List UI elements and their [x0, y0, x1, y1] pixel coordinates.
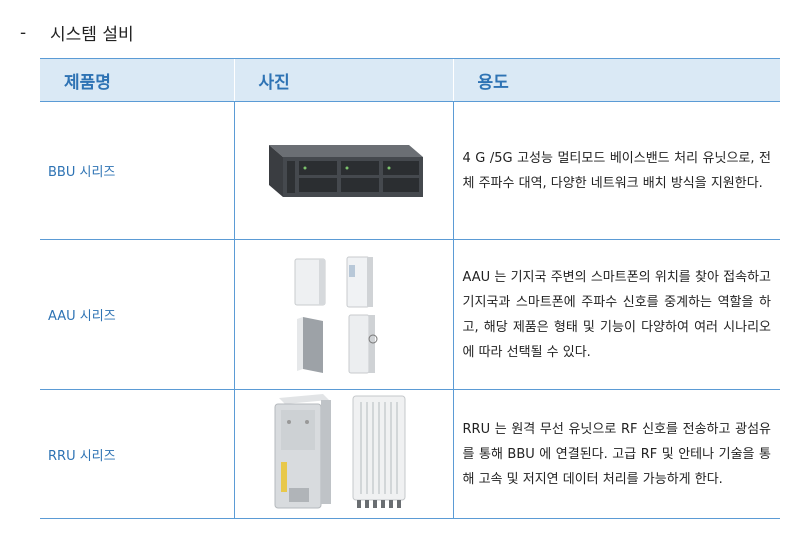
table-row: RRU 시리즈 [40, 389, 780, 519]
product-name-bbu: BBU 시리즈 [40, 101, 234, 240]
product-name-rru: RRU 시리즈 [40, 389, 234, 519]
photo-rru [233, 389, 453, 519]
rru-units-image [274, 394, 405, 509]
table-header-row: 제품명 사진 용도 [40, 58, 780, 102]
aau-units-image [294, 256, 377, 373]
equipment-table: 제품명 사진 용도 BBU 시리즈 [40, 58, 780, 519]
table-row: BBU 시리즈 4 G /5G 고성능 [40, 101, 780, 240]
table-row: AAU 시리즈 AAU 는 기지국 주변의 스마트폰의 위치를 찾아 접속하고 … [40, 239, 780, 390]
section-heading: - 시스템 설비 [20, 20, 134, 46]
description-bbu: 4 G /5G 고성능 멀티모드 베이스밴드 처리 유닛으로, 전체 주파수 대… [452, 101, 780, 240]
product-name-aau: AAU 시리즈 [40, 239, 234, 390]
section-bullet: - [20, 22, 27, 43]
header-usage: 용도 [452, 58, 780, 102]
header-photo: 사진 [233, 58, 453, 102]
bbu-unit-image [268, 144, 423, 197]
section-title: 시스템 설비 [50, 25, 134, 45]
header-product-name: 제품명 [40, 58, 234, 102]
photo-aau [233, 239, 453, 390]
description-rru: RRU 는 원격 무선 유닛으로 RF 신호를 전송하고 광섬유를 통해 BBU… [452, 389, 780, 519]
photo-bbu [233, 101, 453, 240]
description-aau: AAU 는 기지국 주변의 스마트폰의 위치를 찾아 접속하고 기지국과 스마트… [452, 239, 780, 390]
